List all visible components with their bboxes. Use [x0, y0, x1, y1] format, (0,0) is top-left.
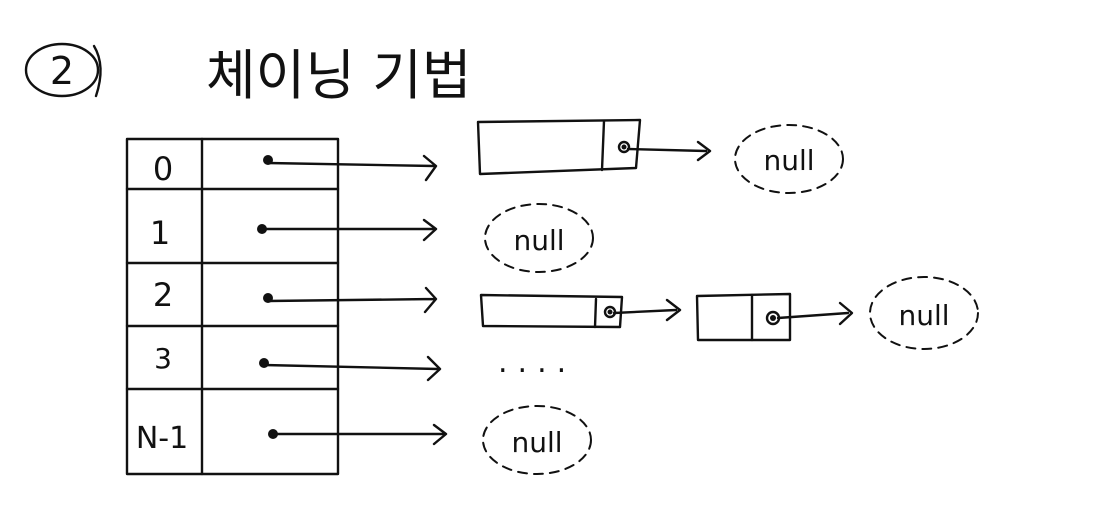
- bucket-index: 2: [153, 276, 173, 314]
- null-label: null: [763, 144, 814, 177]
- section-number: 2: [50, 49, 74, 93]
- chain-row-1: null: [484, 203, 594, 273]
- null-bubble: [482, 405, 592, 475]
- arrow: [271, 423, 448, 446]
- chain-row-3: ....: [498, 345, 576, 380]
- bucket-index: 1: [150, 214, 170, 252]
- arrow: [262, 355, 442, 382]
- list-node: [695, 292, 792, 342]
- node-divider: [593, 297, 598, 329]
- page-title: 체이닝 기법: [206, 44, 472, 107]
- list-node: [479, 293, 624, 329]
- null-label: null: [511, 426, 562, 459]
- arrow: [260, 218, 438, 242]
- number-paren: [92, 44, 102, 98]
- hash-table: 0 1 2 3 N-1: [125, 137, 340, 476]
- arrow: [266, 154, 438, 182]
- number-circle: [24, 42, 100, 98]
- arrow: [626, 140, 712, 162]
- arrow: [776, 301, 854, 326]
- null-bubble: [869, 276, 979, 350]
- table-border: [125, 137, 340, 476]
- null-label: null: [513, 224, 564, 257]
- list-node: [476, 118, 642, 176]
- pointer-dot: [259, 358, 269, 368]
- chain-row-2: null: [479, 276, 979, 350]
- bucket-arrows: [260, 154, 448, 446]
- null-label: null: [898, 299, 949, 332]
- bucket-index: 0: [153, 150, 173, 188]
- bucket-index: 3: [154, 342, 172, 375]
- section-number-badge: 2: [24, 42, 102, 98]
- null-bubble: [734, 124, 844, 194]
- ellipsis: ....: [498, 345, 576, 380]
- node-divider: [600, 119, 606, 172]
- arrow: [612, 298, 682, 322]
- chain-row-n-minus-1: null: [482, 405, 592, 475]
- bucket-index: N-1: [136, 421, 188, 456]
- arrow: [266, 286, 438, 314]
- next-pointer-dot: [617, 140, 631, 154]
- null-bubble: [484, 203, 594, 273]
- chain-row-0: null: [476, 118, 844, 194]
